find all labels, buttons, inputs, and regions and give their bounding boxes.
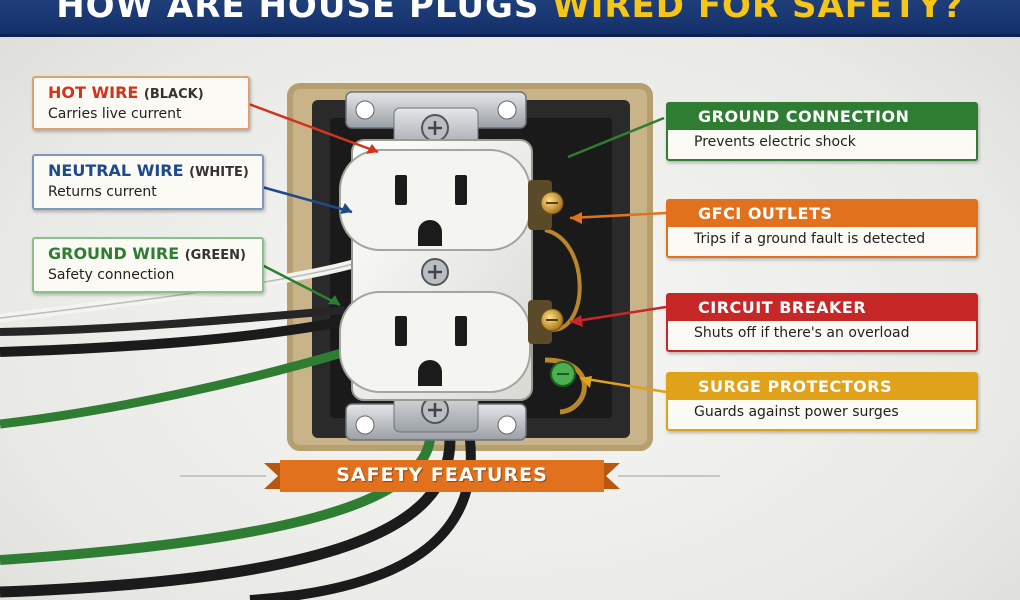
hot-wire-name: HOT WIRE — [48, 83, 139, 102]
green-wire — [0, 347, 347, 429]
circuit-breaker-leader — [569, 305, 667, 324]
surge-protectors-label: SURGE PROTECTORS Guards against power su… — [666, 372, 978, 431]
hot-wire-leader — [245, 101, 379, 154]
gfci-outlets-desc: Trips if a ground fault is detected — [694, 231, 926, 247]
safety-features-banner: SAFETY FEATURES — [264, 459, 620, 493]
surge-protectors-desc: Guards against power surges — [694, 404, 899, 420]
safety-features-text: SAFETY FEATURES — [336, 464, 548, 486]
hot-wire-title: HOT WIRE (BLACK) — [34, 78, 248, 104]
ground-connection-title: GROUND CONNECTION — [668, 104, 976, 130]
surge-leader — [579, 376, 667, 394]
hot-wire-color: (BLACK) — [143, 87, 204, 102]
surge-protectors-title: SURGE PROTECTORS — [668, 374, 976, 400]
gfci-outlets-label: GFCI OUTLETS Trips if a ground fault is … — [666, 199, 978, 258]
page-title: HOW ARE HOUSE PLUGS WIRED FOR SAFETY? — [0, 0, 1020, 26]
ground-wire-title: GROUND WIRE (GREEN) — [34, 239, 262, 265]
title-main: HOW ARE HOUSE PLUGS — [56, 0, 553, 26]
gfci-leader — [569, 211, 667, 220]
hot-wire-label: HOT WIRE (BLACK) Carries live current — [32, 76, 250, 130]
ground-wire-leader — [261, 263, 341, 307]
ground-wire-desc: Safety connection — [48, 267, 175, 283]
hot-wire-desc: Carries live current — [48, 106, 182, 122]
circuit-breaker-desc: Shuts off if there's an overload — [694, 325, 910, 341]
neutral-wire-label: NEUTRAL WIRE (WHITE) Returns current — [32, 154, 264, 210]
neutral-wire-leader — [261, 185, 353, 214]
circuit-breaker-title: CIRCUIT BREAKER — [668, 295, 976, 321]
ground-wire-name: GROUND WIRE — [48, 244, 180, 263]
title-bar: HOW ARE HOUSE PLUGS WIRED FOR SAFETY? — [0, 0, 1020, 37]
ground-connection-desc: Prevents electric shock — [694, 134, 856, 150]
ground-wire-label: GROUND WIRE (GREEN) Safety connection — [32, 237, 264, 293]
black-wire — [0, 315, 351, 357]
ground-connection-label: GROUND CONNECTION Prevents electric shoc… — [666, 102, 978, 161]
circuit-breaker-label: CIRCUIT BREAKER Shuts off if there's an … — [666, 293, 978, 352]
neutral-wire-title: NEUTRAL WIRE (WHITE) — [34, 156, 262, 182]
neutral-wire-desc: Returns current — [48, 184, 157, 200]
gfci-outlets-title: GFCI OUTLETS — [668, 201, 976, 227]
neutral-wire-color: (WHITE) — [189, 165, 249, 180]
neutral-wire-name: NEUTRAL WIRE — [48, 161, 184, 180]
title-accent: WIRED FOR SAFETY? — [552, 0, 964, 26]
ground-connection-leader — [567, 116, 665, 159]
ground-wire-color: (GREEN) — [184, 248, 246, 263]
